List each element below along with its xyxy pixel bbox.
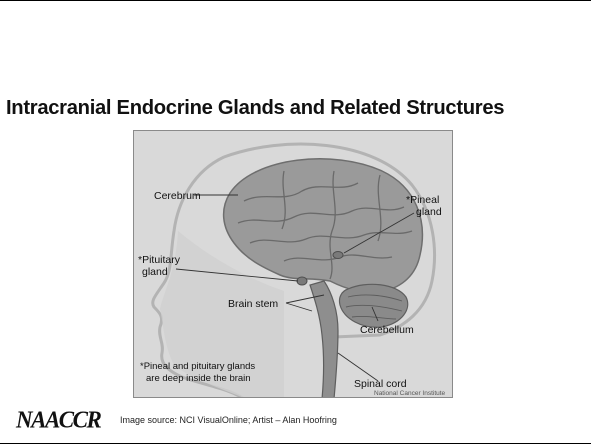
image-source-note: Image source: NCI VisualOnline; Artist –…	[120, 415, 337, 425]
label-spinal-cord: Spinal cord	[354, 378, 407, 390]
brain-stem-shape	[310, 281, 338, 398]
pineal-gland-shape	[333, 252, 343, 259]
naaccr-logo: NAACCR	[16, 406, 100, 433]
label-cerebrum: Cerebrum	[154, 190, 201, 202]
label-footnote-line2: are deep inside the brain	[146, 373, 251, 384]
pituitary-gland-shape	[297, 277, 307, 285]
label-pineal-line1: *Pineal	[406, 194, 439, 206]
brain-illustration: Cerebrum *Pineal gland *Pituitary gland …	[133, 130, 453, 398]
label-pituitary-line1: *Pituitary	[138, 254, 181, 266]
label-pineal-line2: gland	[416, 206, 442, 218]
label-credit: National Cancer Institute	[374, 390, 446, 397]
label-cerebellum: Cerebellum	[360, 324, 414, 336]
slide-title: Intracranial Endocrine Glands and Relate…	[6, 97, 588, 120]
brain-diagram: Cerebrum *Pineal gland *Pituitary gland …	[134, 131, 453, 398]
label-footnote-line1: *Pineal and pituitary glands	[140, 361, 255, 372]
label-brain-stem: Brain stem	[228, 298, 278, 310]
label-pituitary-line2: gland	[142, 266, 168, 278]
